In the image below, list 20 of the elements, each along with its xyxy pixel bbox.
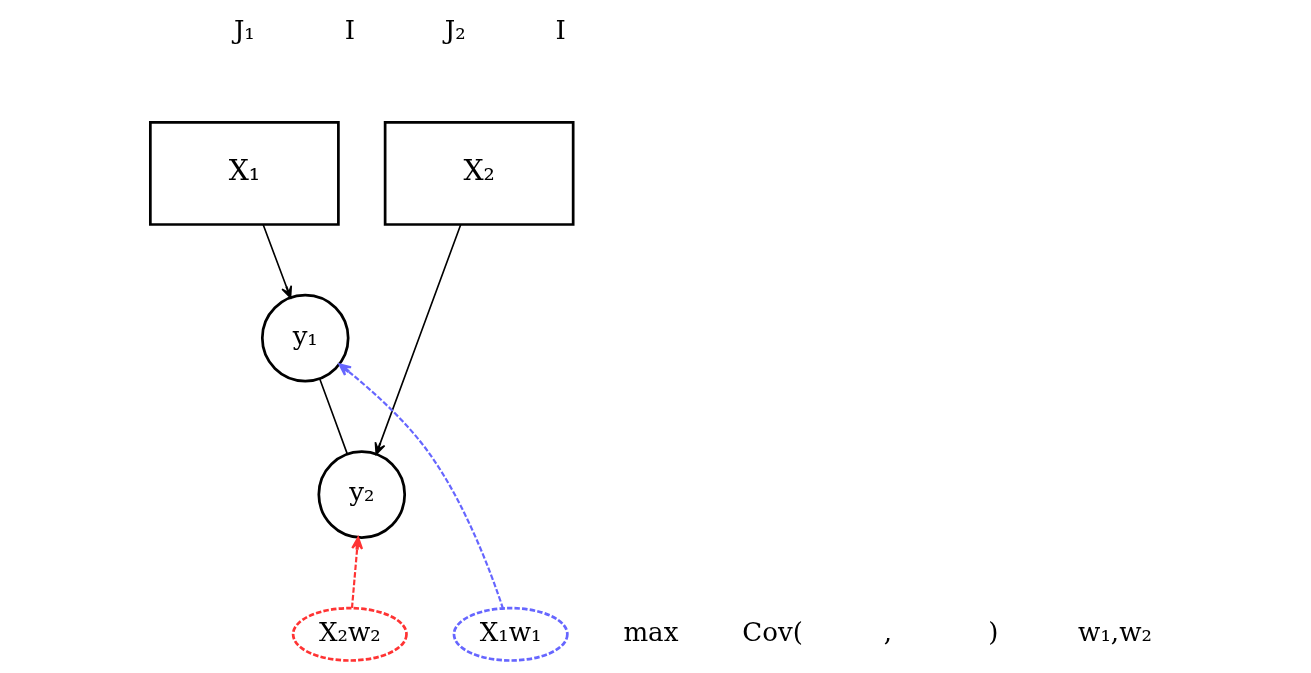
- connector: [318, 378, 349, 455]
- label: ): [988, 617, 999, 648]
- node-ellipse: X₂w₂: [291, 606, 408, 662]
- node-circle: y₁: [260, 293, 350, 383]
- label: max: [623, 617, 679, 648]
- node-ellipse: X₁w₁: [452, 606, 569, 662]
- arrow: [350, 536, 364, 608]
- label: ,: [883, 617, 892, 648]
- node-circle: y₂: [317, 450, 407, 539]
- arrow: [338, 363, 504, 609]
- label: I: [344, 14, 355, 45]
- label: Cov(: [742, 617, 803, 648]
- label: J₁: [233, 14, 255, 45]
- arrow: [262, 223, 293, 299]
- arrow: [374, 223, 462, 455]
- label: I: [555, 14, 566, 45]
- label: w₁,w₂: [1078, 617, 1152, 648]
- node-box: X₂: [383, 120, 575, 226]
- node-box: X₁: [149, 120, 340, 226]
- label: J₂: [444, 14, 466, 45]
